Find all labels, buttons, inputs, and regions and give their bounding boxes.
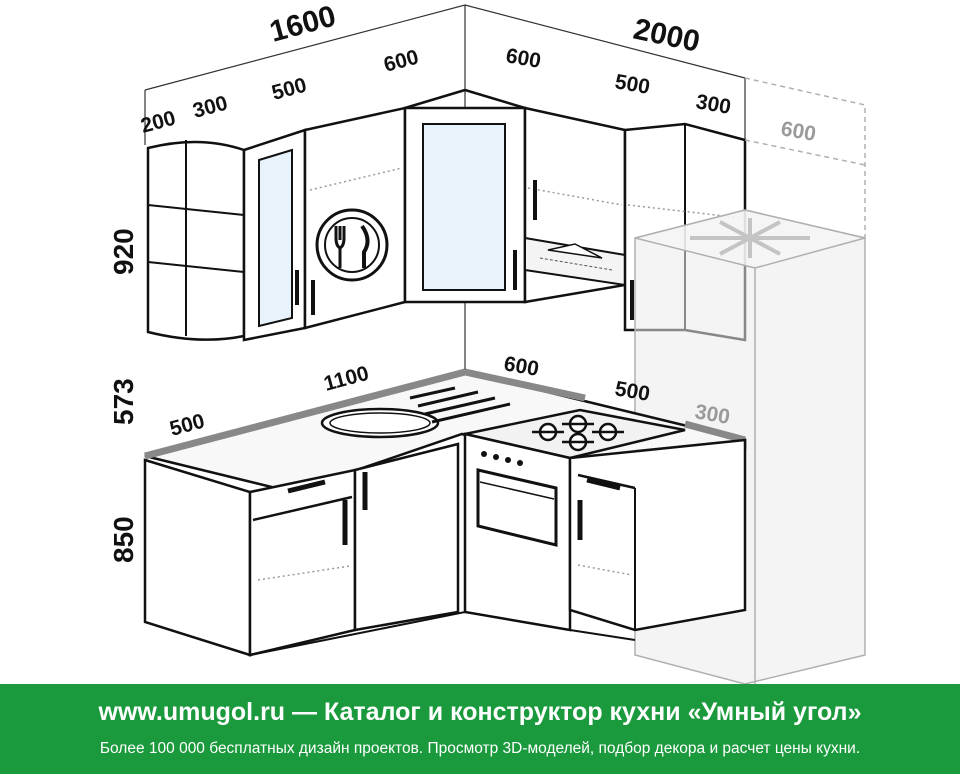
footer-banner: www.umugol.ru — Каталог и конструктор ку… (0, 684, 960, 774)
sink (320, 407, 440, 439)
burner-icon (532, 414, 624, 452)
upper-cabinets-left (146, 88, 527, 342)
base-left-unit (143, 458, 252, 657)
footer-subtitle: Более 100 000 бесплатных дизайн проектов… (99, 740, 861, 757)
open-shelf-unit (146, 140, 246, 341)
footer-title-link[interactable]: www.umugol.ru — Каталог и конструктор ку… (98, 698, 862, 726)
base-cabinets (143, 432, 747, 657)
dim-upper-500-right: 500 (613, 70, 652, 99)
snowflake-icon (690, 218, 810, 258)
dim-upper-600-left: 600 (381, 46, 421, 77)
dim-counter-600: 600 (502, 352, 541, 381)
oven-door (476, 468, 558, 547)
base-right-unit (568, 438, 747, 632)
dim-upper-600-right: 600 (504, 44, 543, 73)
dim-top-right-total: 2000 (631, 13, 703, 59)
base-sink-cabinet (353, 442, 460, 632)
fork-knife-plate-icon (315, 208, 389, 282)
oven-knobs-icon (481, 451, 523, 466)
base-drawer-unit (248, 468, 357, 657)
dim-fridge-600: 600 (779, 117, 818, 146)
drain-board (409, 386, 511, 424)
dim-counter-500-left: 500 (167, 410, 207, 441)
dim-upper-500-left: 500 (269, 74, 309, 105)
dim-counter-1100: 1100 (321, 362, 371, 396)
dim-height-920: 920 (108, 228, 139, 275)
dim-height-850: 850 (108, 516, 139, 563)
dim-upper-300-right: 300 (694, 90, 733, 119)
dim-counter-500-right: 500 (613, 377, 652, 406)
dim-upper-200: 200 (138, 107, 178, 138)
dim-upper-300-left: 300 (190, 92, 230, 123)
dim-height-573: 573 (108, 378, 139, 425)
kitchen-drawing: 1600 2000 200 300 500 600 600 500 300 60… (108, 0, 866, 684)
